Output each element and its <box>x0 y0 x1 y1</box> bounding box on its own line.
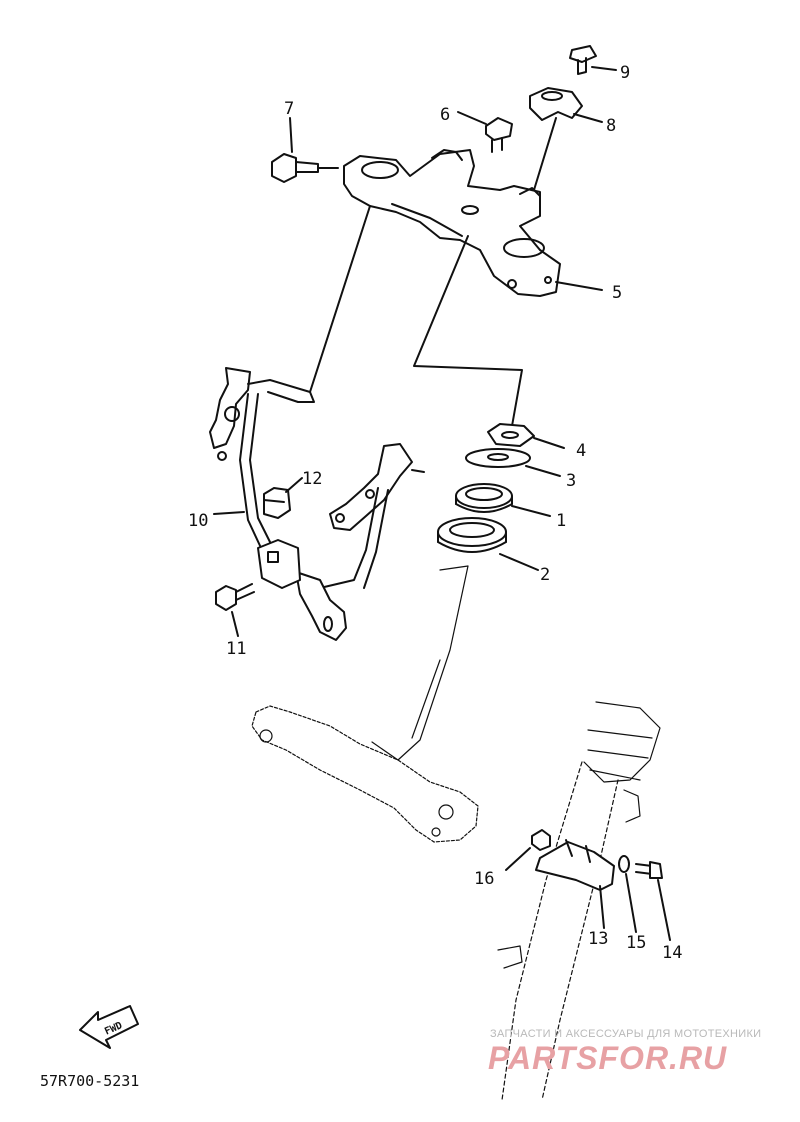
part-15-washer <box>618 855 630 873</box>
leader-8-axis <box>533 117 557 191</box>
callout-12: 12 <box>302 469 322 489</box>
callout-labels: 9 8 6 7 5 4 3 1 2 10 12 11 16 13 15 14 <box>188 63 682 963</box>
leader-4 <box>533 437 565 449</box>
part-11-bolt <box>215 583 255 611</box>
part-10-headlight-stay <box>209 367 425 641</box>
callout-10: 10 <box>188 511 208 531</box>
callout-16: 16 <box>474 869 494 889</box>
part-12-damper <box>263 487 291 519</box>
leader-3 <box>525 465 561 477</box>
callout-11: 11 <box>226 639 246 659</box>
part-2-bearing <box>437 517 507 553</box>
callout-1: 1 <box>556 511 566 531</box>
callout-6: 6 <box>440 105 450 125</box>
leader-11 <box>231 611 239 637</box>
leader-8 <box>573 113 603 123</box>
leader-2 <box>499 553 539 571</box>
callout-3: 3 <box>566 471 576 491</box>
part-8-handlebar-holder <box>529 87 583 121</box>
part-9-bolt <box>569 45 597 75</box>
callout-14: 14 <box>662 943 682 963</box>
callout-15: 15 <box>626 933 646 953</box>
part-stay-clamp <box>257 539 301 589</box>
leader-16 <box>505 847 531 871</box>
part-6-bolt <box>485 117 513 153</box>
callout-13: 13 <box>588 929 608 949</box>
leader-14 <box>657 879 671 941</box>
leader-9 <box>591 66 617 71</box>
part-4-ring-nut <box>487 423 535 447</box>
part-7-bolt <box>271 153 319 183</box>
leader-1 <box>511 505 551 517</box>
leader-6 <box>457 111 487 125</box>
leader-15 <box>625 873 637 933</box>
leader-10 <box>213 511 245 515</box>
leader-12 <box>285 477 303 493</box>
assembly-line-a <box>309 205 371 393</box>
diagram-code: 57R700-5231 <box>40 1072 140 1090</box>
watermark-caption: ЗАПЧАСТИ И АКСЕССУАРЫ ДЛЯ МОТОТЕХНИКИ <box>490 1028 762 1040</box>
callout-4: 4 <box>576 441 586 461</box>
fwd-arrow-icon: FWD <box>79 1005 139 1049</box>
part-3-washer <box>465 448 531 468</box>
leader-5 <box>555 281 603 291</box>
leader-7 <box>289 117 293 153</box>
callout-7: 7 <box>284 99 294 119</box>
part-16-nut <box>531 829 551 851</box>
callout-2: 2 <box>540 565 550 585</box>
watermark-logo: PARTSFOR.RU <box>488 1040 728 1076</box>
part-1-bearing <box>455 483 513 513</box>
part-14-bolt <box>635 861 663 879</box>
callout-8: 8 <box>606 116 616 136</box>
part-5-upper-bracket <box>343 149 561 297</box>
part-13-cable-guide <box>535 839 615 891</box>
part-steering-stem <box>251 565 479 843</box>
assembly-line-b <box>413 235 523 427</box>
part-front-fork <box>497 701 661 1101</box>
callout-9: 9 <box>620 63 630 83</box>
leader-13 <box>599 885 605 929</box>
callout-5: 5 <box>612 283 622 303</box>
